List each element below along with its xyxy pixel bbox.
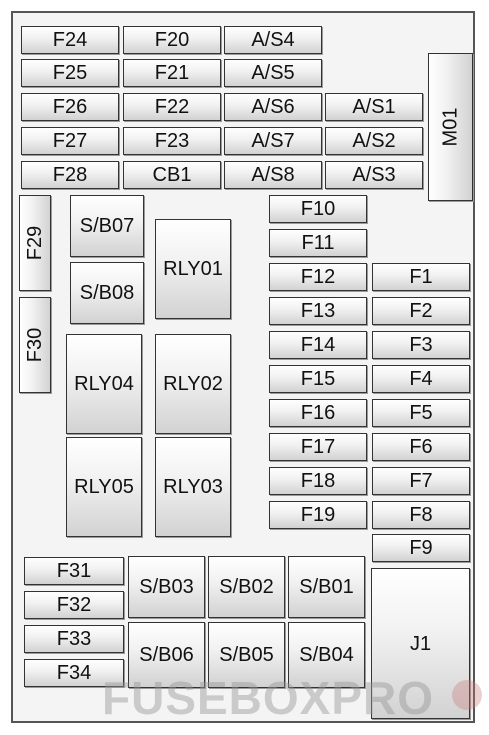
fuse-f31: F31 xyxy=(24,557,124,585)
fuse-cb1: CB1 xyxy=(123,161,221,189)
fuse-f13: F13 xyxy=(269,297,367,325)
fuse-f17: F17 xyxy=(269,433,367,461)
fuse-f8: F8 xyxy=(372,501,470,529)
fuse-as5: A/S5 xyxy=(224,59,322,87)
fuse-as4: A/S4 xyxy=(224,26,322,54)
sb-07: S/B07 xyxy=(70,195,144,257)
fuse-f27: F27 xyxy=(21,127,119,155)
sb-08: S/B08 xyxy=(70,262,144,324)
fuse-as2: A/S2 xyxy=(325,127,423,155)
relay-rly02: RLY02 xyxy=(155,334,231,434)
fuse-f3: F3 xyxy=(372,331,470,359)
fuse-f18: F18 xyxy=(269,467,367,495)
fuse-f7: F7 xyxy=(372,467,470,495)
relay-rly03: RLY03 xyxy=(155,437,231,537)
fuse-f11: F11 xyxy=(269,229,367,257)
sb-06: S/B06 xyxy=(128,622,205,688)
fuse-as7: A/S7 xyxy=(224,127,322,155)
fuse-f6: F6 xyxy=(372,433,470,461)
relay-rly05: RLY05 xyxy=(66,437,142,537)
fuse-as8: A/S8 xyxy=(224,161,322,189)
fuse-as6: A/S6 xyxy=(224,93,322,121)
fuse-f30: F30 xyxy=(19,297,51,393)
fuse-f4: F4 xyxy=(372,365,470,393)
watermark-logo-icon xyxy=(452,680,482,710)
relay-rly04: RLY04 xyxy=(66,334,142,434)
fuse-f32: F32 xyxy=(24,591,124,619)
fuse-f16: F16 xyxy=(269,399,367,427)
fuse-f22: F22 xyxy=(123,93,221,121)
fuse-f20: F20 xyxy=(123,26,221,54)
fuse-f34: F34 xyxy=(24,659,124,687)
fuse-f29-label: F29 xyxy=(24,225,46,261)
fuse-as1: A/S1 xyxy=(325,93,423,121)
fuse-f29: F29 xyxy=(19,195,51,291)
fuse-f1: F1 xyxy=(372,263,470,291)
fuse-f21: F21 xyxy=(123,59,221,87)
fuse-f15: F15 xyxy=(269,365,367,393)
connector-j1: J1 xyxy=(371,568,470,719)
fuse-f9: F9 xyxy=(372,534,470,562)
module-m01-label: M01 xyxy=(439,107,462,147)
sb-01: S/B01 xyxy=(288,556,365,618)
fuse-f5: F5 xyxy=(372,399,470,427)
sb-04: S/B04 xyxy=(288,622,365,688)
fuse-f10: F10 xyxy=(269,195,367,223)
relay-rly01: RLY01 xyxy=(155,219,231,319)
fuse-f24: F24 xyxy=(21,26,119,54)
fuse-f2: F2 xyxy=(372,297,470,325)
fuse-f25: F25 xyxy=(21,59,119,87)
sb-05: S/B05 xyxy=(208,622,285,688)
watermark-text: FUSEBOXPRO xyxy=(102,672,435,724)
fuse-as3: A/S3 xyxy=(325,161,423,189)
sb-03: S/B03 xyxy=(128,556,205,618)
fuse-f19: F19 xyxy=(269,501,367,529)
fuse-f30-label: F30 xyxy=(24,327,46,363)
sb-02: S/B02 xyxy=(208,556,285,618)
fuse-f28: F28 xyxy=(21,161,119,189)
fuse-f26: F26 xyxy=(21,93,119,121)
module-m01: M01 xyxy=(428,53,473,201)
fuse-f14: F14 xyxy=(269,331,367,359)
fuse-f12: F12 xyxy=(269,263,367,291)
fuse-f33: F33 xyxy=(24,625,124,653)
fuse-f23: F23 xyxy=(123,127,221,155)
